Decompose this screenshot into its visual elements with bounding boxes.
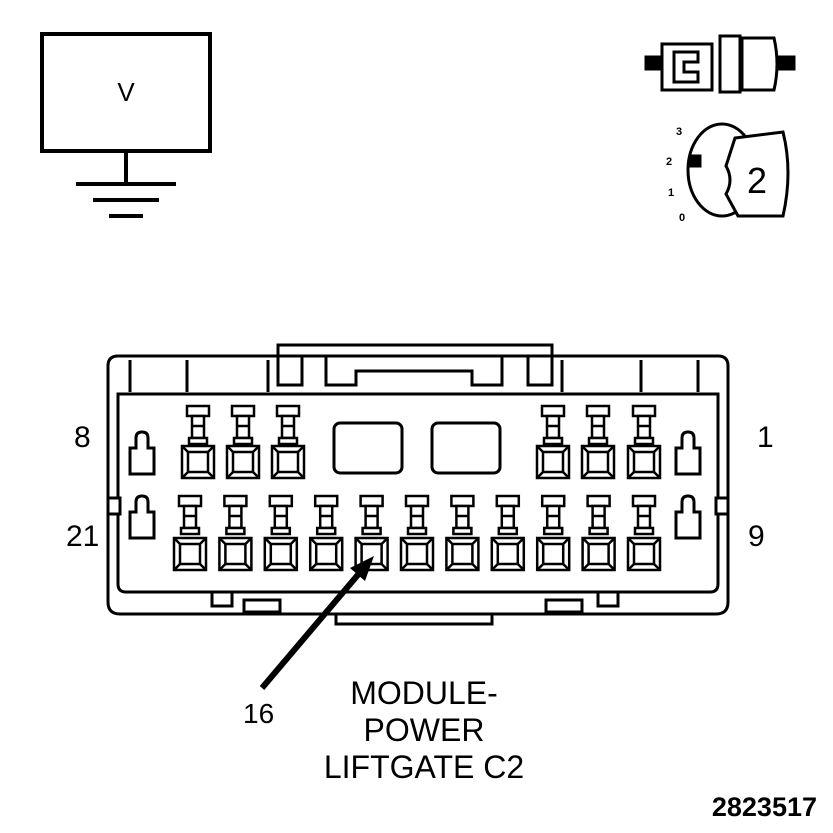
caption-line-3: LIFTGATE C2	[324, 749, 524, 785]
voltmeter-label: V	[117, 77, 135, 107]
terminal-cavity	[218, 494, 253, 572]
callout-pin-number: 16	[243, 698, 274, 729]
callout-arrow	[259, 556, 374, 690]
terminal-cavity	[354, 494, 389, 572]
terminal-cavity	[490, 494, 526, 572]
terminal-cavity	[225, 404, 261, 480]
terminal-cavity	[308, 494, 344, 572]
ignition-position-2: 2	[666, 156, 672, 168]
connector-disconnect-icon	[644, 34, 796, 94]
terminal-cavity	[535, 494, 571, 572]
terminal-cavity	[399, 494, 435, 572]
terminal-cavity	[626, 404, 662, 480]
connector-body	[106, 343, 730, 626]
ignition-position-0: 0	[679, 212, 685, 224]
pin-label-8: 8	[74, 421, 91, 454]
caption-line-2: POWER	[364, 712, 485, 748]
terminal-cavity	[581, 494, 616, 572]
caption-line-1: MODULE-	[350, 675, 498, 711]
terminal-cavity	[535, 404, 571, 480]
voltmeter-icon	[40, 32, 212, 218]
terminal-cavity	[580, 404, 616, 480]
terminal-cavity	[445, 494, 480, 572]
ignition-position-3: 3	[676, 126, 682, 138]
terminal-cavity	[263, 494, 299, 572]
connector-latches	[128, 430, 702, 540]
terminal-cavity	[626, 494, 662, 572]
connector-terminals	[172, 404, 662, 572]
terminal-cavity	[180, 404, 216, 480]
ignition-switch-icon	[686, 122, 790, 218]
terminal-cavity	[172, 494, 208, 572]
pin-label-21: 21	[66, 520, 99, 553]
pin-label-9: 9	[748, 520, 765, 553]
ignition-position-1: 1	[668, 187, 674, 199]
pin-label-1: 1	[757, 421, 774, 454]
figure-number: 2823517	[712, 792, 817, 822]
ignition-key-position: 2	[747, 160, 767, 201]
terminal-cavity	[270, 404, 306, 480]
connector-blank-cavities	[332, 421, 502, 475]
